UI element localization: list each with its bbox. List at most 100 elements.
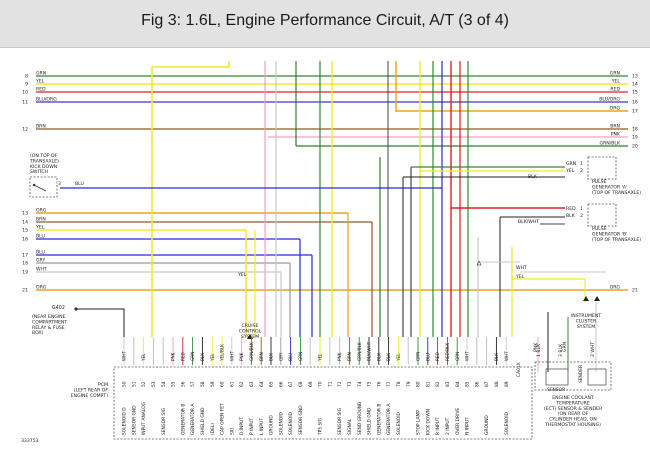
left-wire-color: WHT — [36, 267, 47, 273]
cluster-arrow — [583, 296, 589, 301]
pcm-pin-number: 58 — [200, 381, 206, 387]
pcm-pin-number: 61 — [229, 381, 235, 387]
ect-sensor-element — [545, 368, 569, 386]
ground-symbol — [74, 307, 78, 311]
pcm-pin-number: 65 — [269, 381, 275, 387]
pcm-pin-function: GENERATOR B — [376, 404, 382, 435]
pcm-pin-number: 83 — [445, 381, 451, 387]
pcm-pin-function: GROUND — [484, 415, 490, 435]
pcm-pin-number: 57 — [190, 381, 196, 387]
inline-label-blkwht: BLK/WHT — [518, 219, 539, 225]
pcm-pin-number: 59 — [210, 381, 216, 387]
pcm-pin-number: 84 — [455, 381, 461, 387]
pcm-pin-number: 81 — [425, 381, 431, 387]
pcm-pin-wire: BLK — [200, 353, 205, 361]
pcm-pin-number: 80 — [416, 381, 422, 387]
pcm-pin-function: GENERATOR A — [190, 404, 196, 435]
switch-contact — [32, 183, 36, 187]
pcm-pin-number: 66 — [278, 381, 284, 387]
pulse-b-wire: BLK — [566, 213, 576, 219]
inline-label-blk: BLK — [528, 174, 538, 180]
right-wire-num: 15 — [632, 90, 638, 96]
pcm-pin-number: 86 — [474, 381, 480, 387]
pcm-pin-wire: GRN — [298, 352, 303, 361]
pcm-pin-wire: YEL — [141, 353, 146, 362]
pcm-pin-number: 53 — [151, 381, 157, 387]
pcm-pin-function: SOLENOID D — [122, 407, 128, 435]
pcm-pin-number: 56 — [180, 381, 186, 387]
pcm-pin-number: 76 — [376, 381, 382, 387]
left-wire-num: 18 — [22, 261, 28, 267]
left-wire-color: BLU — [36, 234, 45, 240]
pcm-pin-wire: PNK — [337, 352, 342, 361]
pcm-pin-wire: YEL/BLK — [220, 344, 225, 362]
pcm-pin-function: SOLENOID — [278, 412, 284, 435]
pcm-pin-number: 69 — [308, 381, 314, 387]
inline-label-yel: YEL — [515, 274, 525, 280]
left-wire-num: 14 — [22, 220, 28, 226]
left-wire-num: 15 — [22, 228, 28, 234]
pcm-pin-number: 87 — [484, 381, 490, 387]
pcm-pin-function: (DEL) — [210, 423, 216, 435]
pcm-pin-wire: BLK — [386, 353, 391, 361]
pcm-pin-function: SENSOR SIG — [161, 407, 167, 435]
left-wire-color: ORG — [36, 208, 47, 214]
figure-title: Fig 3: 1.6L, Engine Performance Circuit,… — [141, 12, 509, 29]
right-wire-num: 16 — [632, 100, 638, 106]
pcm-pin-number: 89 — [504, 381, 510, 387]
pcm-pin-number: 88 — [494, 381, 500, 387]
pulse-a-wire: GRN — [566, 161, 576, 167]
left-wire-num: 21 — [22, 288, 28, 294]
pcm-pin-number: 60 — [220, 381, 226, 387]
pcm-pin-function: KICK DOWN — [425, 409, 431, 435]
right-wire-num: 20 — [632, 144, 638, 150]
pcm-pin-wire: GRN — [416, 352, 421, 361]
pcm-pin-number: 55 — [171, 381, 177, 387]
pcm-pin-wire: BLU — [288, 353, 293, 361]
left-wire-num: 16 — [22, 237, 28, 243]
pcm-pin-function: TPS SIG — [318, 417, 324, 436]
pcm-pin-wire: GRN — [190, 352, 195, 361]
left-wire-color: GRY — [36, 258, 45, 264]
pcm-pin-number: 75 — [367, 381, 373, 387]
kickdown-wire-label: BLU — [75, 181, 84, 187]
pcm-pin-number: 85 — [465, 381, 471, 387]
right-wire-color: GRN — [610, 71, 620, 77]
splice-mark — [476, 260, 482, 266]
pcm-pin-wire: BLK — [494, 353, 499, 361]
pulse-b-pin: 2 — [580, 213, 583, 219]
pcm-pin-wire: RED — [180, 352, 185, 361]
right-wire-num: 19 — [632, 135, 638, 141]
pulse-a-pin: 2 — [580, 168, 583, 174]
labels-layer: 8GRN9YEL10RED11BLU/ORG12BRN13ORG14BRN15Y… — [21, 71, 641, 444]
pcm-pin-function: GENERATOR A — [386, 404, 392, 435]
right-wire-num: 13 — [632, 74, 638, 80]
left-wire-num: 19 — [22, 270, 28, 276]
left-wire-color: BLU — [36, 250, 45, 256]
pcm-pin-wire: WHT — [465, 351, 470, 361]
g402-label: G402 — [52, 305, 65, 311]
inline-label-grn: GRN — [562, 342, 568, 352]
pcm-pin-function: SOLENOID — [396, 412, 402, 435]
kickdown-pin: 3 — [58, 181, 61, 187]
ect-pin: 1 BLK — [536, 343, 542, 357]
figure-id: 333753 — [21, 438, 39, 444]
left-wire-color: ORG — [36, 285, 47, 291]
pcm-pin-wire: BLK — [269, 353, 274, 361]
pcm-pin-function: GENERATOR B — [180, 404, 186, 435]
pcm-pin-wire: YEL — [210, 353, 215, 362]
pcm-pin-number: 82 — [435, 381, 441, 387]
pcm-pin-wire: GRN/BLK — [249, 342, 254, 361]
pulse-gen-a-box — [587, 156, 617, 180]
pcm-pin-function: SENSOR SIG — [337, 407, 343, 435]
pcm-pin-function: SENSOR GND — [131, 405, 137, 435]
left-wire-num: 11 — [22, 100, 28, 106]
pcm-pin-wire: RED/BLK — [445, 343, 450, 361]
pcm-pin-wire: BRN — [347, 352, 352, 361]
pcm-pin-number: 72 — [337, 381, 343, 387]
pcm-pin-function: P INPUT — [249, 418, 255, 435]
